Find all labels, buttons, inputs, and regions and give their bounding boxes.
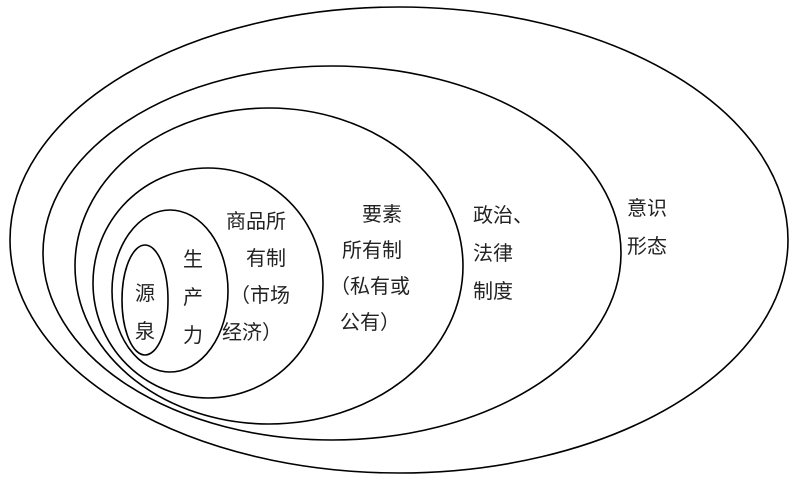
label-line: 意识 [627, 196, 667, 220]
label-line: 商品所 [226, 209, 286, 233]
label-line: 法律 [473, 241, 513, 265]
ellipse-political-legal [42, 65, 622, 441]
label-line: 公有） [340, 310, 400, 334]
label-line: 形态 [627, 234, 667, 258]
ellipse-commodity-ownership [92, 167, 324, 399]
label-line: 有制 [246, 246, 286, 270]
label-source: 源 泉 [135, 274, 155, 350]
label-line: 力 [183, 323, 203, 347]
label-productive-forces: 生 产 力 [183, 240, 203, 354]
ellipse-source [121, 244, 169, 356]
label-political-legal: 政治、 法律 制度 [473, 196, 533, 310]
label-ideology: 意识 形态 [627, 189, 667, 265]
label-line: 生 [183, 247, 203, 271]
label-factor-ownership: 要素 所有制 （私有或 公有） [330, 196, 410, 340]
label-line: 产 [183, 285, 203, 309]
label-line: 源 [135, 281, 155, 305]
label-line: 要素 [362, 202, 402, 226]
ellipse-factor-ownership [74, 107, 464, 425]
label-line: 经济） [222, 320, 282, 344]
label-commodity-ownership: 商品所 有制 （市场 经济） [222, 203, 290, 351]
label-line: 所有制 [342, 238, 402, 262]
ellipse-ideology [9, 6, 789, 474]
label-line: （私有或 [330, 274, 410, 298]
label-line: （市场 [230, 283, 290, 307]
label-line: 泉 [135, 319, 155, 343]
ellipse-productive-forces [111, 209, 229, 373]
label-line: 制度 [473, 279, 513, 303]
label-line: 政治、 [473, 203, 533, 227]
